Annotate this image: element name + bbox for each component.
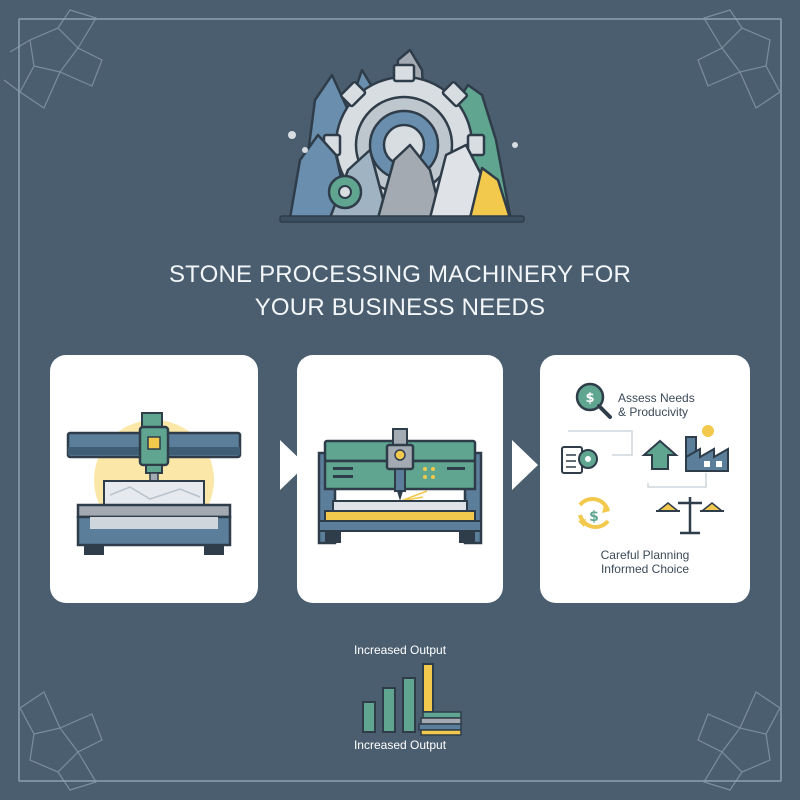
bridge-saw-machine-icon [66, 412, 242, 555]
output-label-bottom: Increased Output [353, 738, 447, 752]
border-frame [18, 18, 782, 782]
svg-text:$: $ [589, 509, 599, 525]
geometric-corner-ornament [19, 691, 103, 791]
step-card-bridge-saw [50, 355, 258, 603]
chevron-right-icon [512, 440, 538, 490]
factory-icon [685, 425, 729, 472]
title-line-1: STONE PROCESSING MACHINERY FOR [168, 261, 632, 288]
balance-scale-icon [655, 497, 725, 535]
arrow-up-icon [641, 439, 679, 470]
step-card-planning: $ $ [540, 355, 750, 603]
magnifier-dollar-icon: $ [575, 382, 612, 419]
planning-illustration: $ $ [561, 382, 729, 535]
cnc-router-machine-icon [317, 428, 483, 545]
page-title: STONE PROCESSING MACHINERY FOR YOUR BUSI… [100, 258, 700, 324]
mountain-gear-hero-icon [279, 48, 525, 223]
increased-output-bar-chart-icon [362, 663, 462, 736]
assess-needs-label: Assess Needs & Producivity [618, 391, 695, 419]
checklist-gear-icon [561, 446, 598, 474]
planning-label: Careful Planning Informed Choice [600, 548, 690, 576]
chevron-right-icon [280, 440, 306, 490]
cycle-dollar-icon: $ [578, 497, 610, 529]
geometric-corner-ornament [697, 9, 781, 109]
geometric-corner-ornament [3, 9, 103, 109]
step-card-cnc-router [297, 355, 503, 603]
output-label-top: Increased Output [353, 643, 447, 657]
geometric-corner-ornament [697, 691, 781, 791]
title-line-2: YOUR BUSINESS NEEDS [254, 294, 546, 321]
svg-text:$: $ [585, 391, 594, 406]
